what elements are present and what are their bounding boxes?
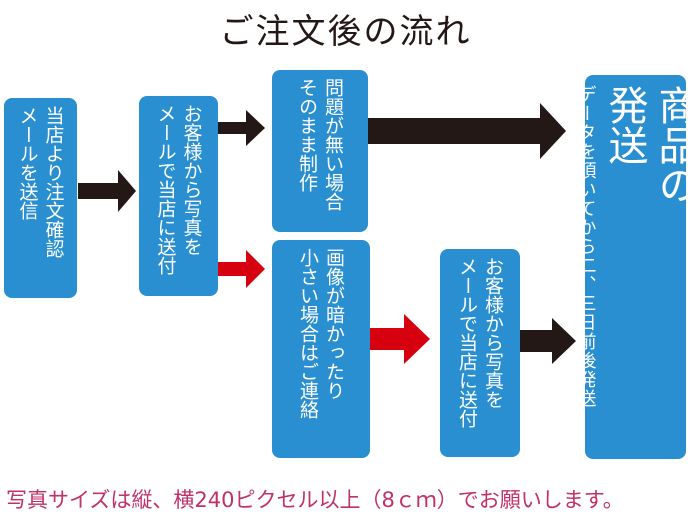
box-product-shipping: 商品の 発送 データを頂いてから二、三日前後発送 [576,75,691,459]
box-text-line: 画像が暗かったり [323,248,345,400]
box-text-line: お客様から写真を [482,257,504,409]
box-customer-sends-photo-again: お客様から写真を メールで当店に送付 [440,249,520,457]
arrow-customer-to-no-problem [218,110,265,146]
box-text-line: 小さい場合はご連絡 [297,248,319,419]
box-confirmation-email: 当店より注文確認 メールを送信 [4,98,77,298]
shipping-subtext: データを頂いてから二、三日前後発送 [575,85,597,408]
shipping-heading-line: 商品の [651,85,691,205]
box-text-line: そのまま制作 [296,78,318,192]
page-title: ご注文後の流れ [219,12,472,52]
arrow-small-image-to-customer [370,314,430,364]
box-text-line: 当店より注文確認 [42,106,65,258]
box-text-line: メールを送信 [16,106,39,220]
arrow-customer-to-small-image [218,250,265,288]
arrow-customer-to-ship [520,318,576,364]
box-customer-sends-photo: お客様から写真を メールで当店に送付 [139,96,218,296]
box-text-line: メールで当店に送付 [456,257,478,428]
arrow-no-problem-to-ship [368,103,566,159]
shipping-heading-line: 発送 [601,85,648,165]
box-no-problem: 問題が無い場合 そのまま制作 [272,70,368,232]
box-text-line: お客様から写真を [180,104,203,256]
box-text-line: 問題が無い場合 [322,78,344,211]
arrow-notify-to-customer [78,170,136,212]
box-small-image: 画像が暗かったり 小さい場合はご連絡 [272,240,370,458]
box-text-line: メールで当店に送付 [154,104,177,275]
photo-size-note: 写真サイズは縦、横240ピクセル以上（8ｃｍ）でお願いします。 [6,488,624,512]
